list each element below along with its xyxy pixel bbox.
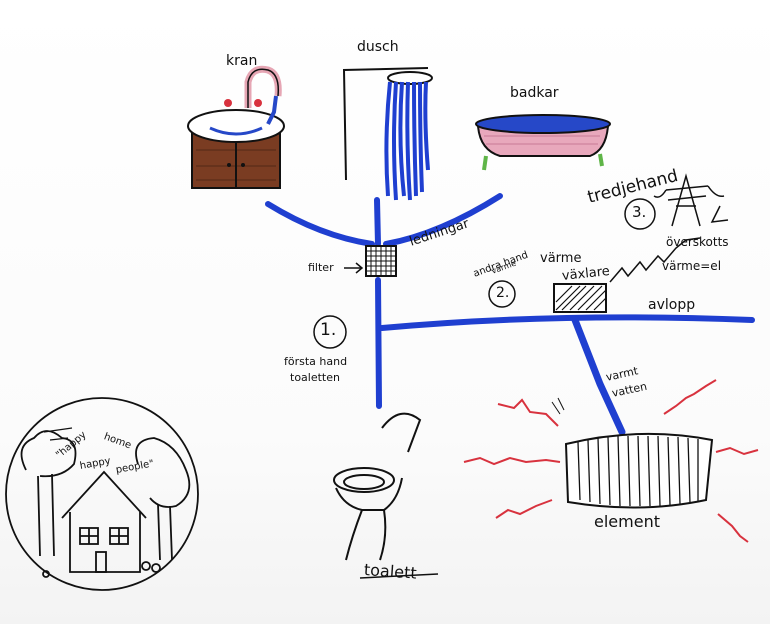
toilet-icon	[333, 412, 439, 579]
label-overskotts: överskotts	[666, 235, 729, 249]
label-forsta-hand: första hand	[284, 355, 348, 368]
radiator-icon	[463, 379, 759, 543]
label-toalett: toalett	[363, 560, 418, 583]
label-element: element	[594, 512, 660, 531]
label-badkar: badkar	[510, 85, 559, 101]
shower-icon	[342, 67, 433, 201]
power-tower-icon	[653, 173, 729, 227]
step2-circle	[488, 280, 516, 308]
label-dusch: dusch	[357, 39, 399, 55]
label-step2: 2.	[496, 285, 510, 301]
step1-circle	[313, 315, 347, 349]
bathtub-icon	[475, 114, 611, 171]
label-varme-el: värme=el	[662, 259, 722, 273]
label-step1: 1.	[320, 320, 337, 340]
label-varme: värme	[540, 251, 582, 266]
filter-icon	[344, 245, 397, 277]
pipes	[265, 193, 755, 436]
step3-circle	[624, 198, 656, 230]
label-toaletten: toaletten	[290, 371, 340, 384]
label-step3: 3.	[632, 203, 647, 221]
label-filter: filter	[308, 261, 334, 274]
happy-home-illustration	[5, 397, 199, 591]
label-kran: kran	[226, 53, 258, 69]
label-avlopp: avlopp	[648, 297, 696, 313]
sink-icon	[187, 65, 285, 189]
heat-exchanger-icon	[553, 237, 701, 313]
